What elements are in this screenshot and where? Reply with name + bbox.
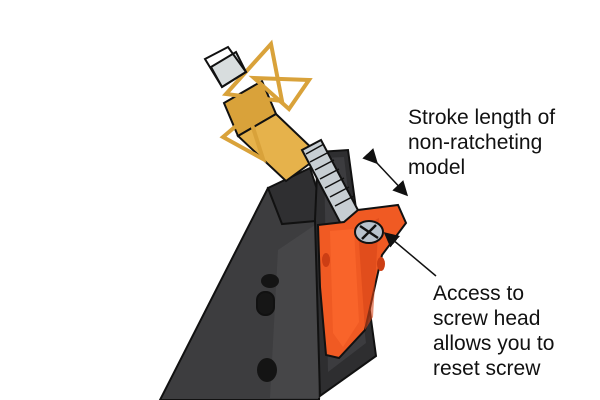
screw-access-label: Access to screw head allows you to reset…	[433, 282, 555, 380]
phillips-screw-head	[354, 220, 384, 244]
lower-hole-icon	[257, 358, 277, 382]
tool-body	[158, 166, 329, 400]
stroke-length-label: Stroke length of non-ratcheting model	[408, 106, 556, 179]
jaw-rivet-icon	[377, 257, 385, 271]
annotation-arrows	[362, 148, 437, 277]
thumb-screw-icon	[256, 291, 275, 316]
toggle-bolt	[203, 39, 322, 183]
screw-access-pointer	[383, 232, 437, 277]
slot-hole-icon	[261, 274, 279, 288]
threaded-screw	[300, 138, 362, 226]
jaw-rivet-icon	[322, 253, 330, 267]
stroke-length-arrow	[362, 148, 409, 197]
